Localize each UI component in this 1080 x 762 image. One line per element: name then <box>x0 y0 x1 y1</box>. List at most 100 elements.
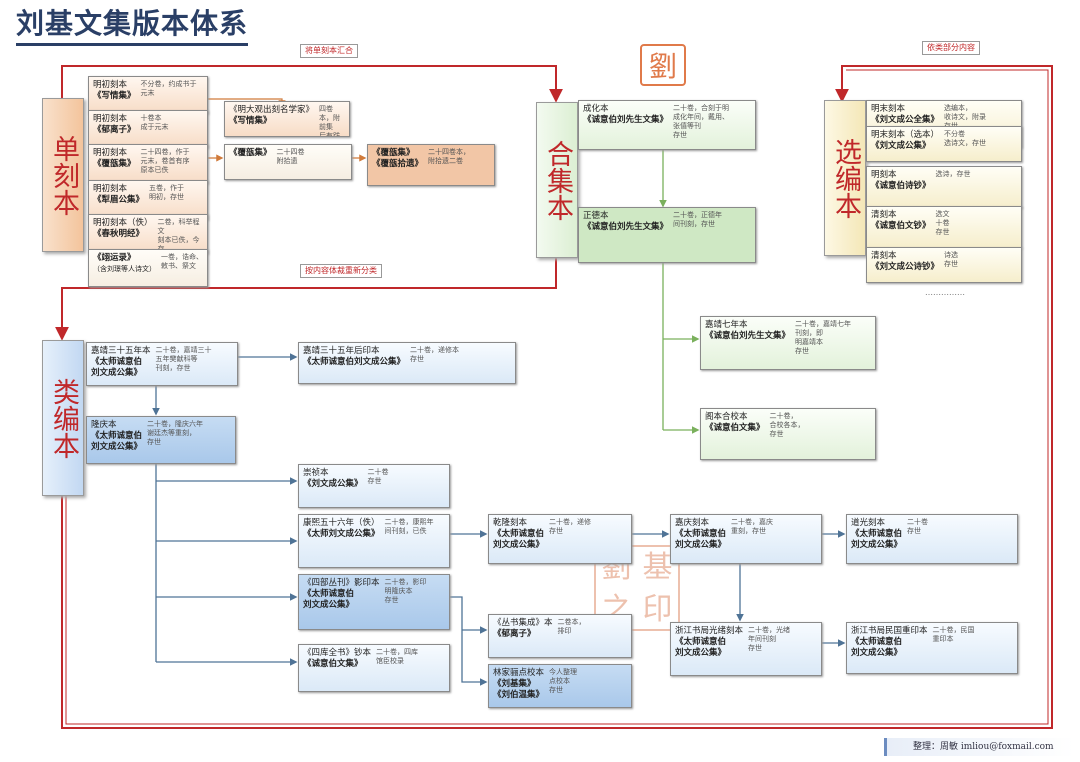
edition-title: 《刘基集》 《刘伯温集》 <box>493 679 545 700</box>
edition-description: 今人整理 点校本 存世 <box>549 668 578 694</box>
edition-node-h2: 正德本《诚意伯刘先生文集》二十卷，正德年 间刊刻，存世 <box>578 207 756 263</box>
edition-description: 不分卷 选诗文，存世 <box>944 130 987 147</box>
edition-description: 二卷本， 排印 <box>557 618 586 635</box>
edition-label: 浙江书局民国重印本 <box>851 626 928 636</box>
edition-label: 明刻本 <box>871 170 897 180</box>
edition-node-d2: 明初刻本《郁离子》十卷本 成于元末 <box>88 110 208 148</box>
edition-title: 《诚意伯文钞》 <box>871 221 931 231</box>
edition-title: 《太师诚意伯 刘文成公集》 <box>675 529 727 550</box>
edition-description: 五卷，作于 明初，存世 <box>149 184 185 201</box>
edition-label: 明初刻本（佚） <box>93 218 153 228</box>
edition-title: 《刘文成公集》 <box>303 479 363 489</box>
edition-label: 嘉庆刻本 <box>675 518 710 528</box>
edition-description: 二十卷，民国 重印本 <box>932 626 975 643</box>
edition-description: 四卷本，附前集 后有跋 <box>319 105 341 137</box>
edition-node-l7: 《四库全书》钞本《诚意伯文集》二十卷，四库 馆臣校录 <box>298 644 450 692</box>
edition-description: 选诗，存世 <box>935 170 971 178</box>
seal-stamp-top: 劉 <box>640 44 686 86</box>
edition-description: 二十卷，递修本 存世 <box>410 346 460 363</box>
edition-title: 《诚意伯诗钞》 <box>871 181 931 191</box>
edition-node-x2: 明末刻本（选本）《刘文成公集》 不分卷 选诗文，存世 <box>866 126 1022 162</box>
edition-description: 二十卷，康熙年 间刊刻，已佚 <box>384 518 434 535</box>
edition-node-l5: 康熙五十六年（佚）《太师刘文成公集》二十卷，康熙年 间刊刻，已佚 <box>298 514 450 568</box>
edition-label: 明末刻本（选本） <box>871 130 940 140</box>
edition-title: 《诚意伯刘先生文集》 <box>583 222 669 232</box>
edition-node-h3: 嘉靖七年本《诚意伯刘先生文集》二十卷，嘉靖七年 刊刻，即 明嘉靖本 存世 <box>700 316 876 370</box>
edition-title: 《太师诚意伯 刘文成公集》 <box>851 637 903 658</box>
edition-description: 二十卷，隆庆六年 谢廷杰等重刻， 存世 <box>147 420 204 446</box>
seal-stamp-middle: 劉基 之印 <box>594 545 680 631</box>
edition-label: 《明大观出刻名学家》 <box>229 105 315 115</box>
edition-title: 《犁眉公集》 <box>93 195 145 205</box>
edition-description: 二十卷，合刻于明 成化年间，戴用、 张僖等刊 存世 <box>673 104 730 139</box>
edition-label: 明末刻本 <box>871 104 906 114</box>
edition-title: 《诚意伯刘先生文集》 <box>705 331 791 341</box>
credit-bar: 整理：周敏 imliou@foxmail.com <box>884 738 1074 756</box>
category-leibian: 类编本 <box>42 340 84 496</box>
edition-label: 正德本 <box>583 211 609 221</box>
category-heji: 合集本 <box>536 102 578 258</box>
edition-description: 二十四卷，作于 元末，卷首有序 原本已佚 <box>140 148 190 174</box>
edition-node-w1: 《明大观出刻名学家》《写情集》 四卷本，附前集 后有跋 <box>224 101 350 137</box>
category-xuanbian: 选编本 <box>824 100 866 256</box>
edition-node-d1: 明初刻本《写情集》不分卷，约成书于元末 <box>88 76 208 114</box>
edition-title: 《写情集》 <box>229 116 272 126</box>
edition-title: 《太师诚意伯 刘文成公集》 <box>675 637 727 658</box>
edition-node-d6: 《翊运录》（含刘璟等人诗文）一卷，诰命、 敕书、祭文 <box>88 249 208 287</box>
edition-title: 《太师刘文成公集》 <box>303 529 380 539</box>
edition-label: 明初刻本 <box>93 114 128 124</box>
edition-label: 乾隆刻本 <box>493 518 528 528</box>
edition-title: 《太师诚意伯 刘文成公集》 <box>303 589 355 610</box>
category-danke: 单刻本 <box>42 98 84 252</box>
edition-node-s1: 《丛书集成》本《郁离子》二卷本， 排印 <box>488 614 632 658</box>
edition-label: 崇祯本 <box>303 468 329 478</box>
edition-title: 《刘文成公集》 <box>871 141 931 151</box>
edition-label: 《四部丛刊》影印本 <box>303 578 380 588</box>
edition-label: 明初刻本 <box>93 184 128 194</box>
note-classify: 按内容体裁重新分类 <box>300 264 382 278</box>
edition-description: 二十卷，正德年 间刊刻，存世 <box>673 211 723 228</box>
edition-title: 《覆瓿集》 <box>229 148 272 158</box>
edition-node-x3: 明刻本《诚意伯诗钞》选诗，存世 <box>866 166 1022 208</box>
edition-description: 一卷，诰命、 敕书、祭文 <box>161 253 203 270</box>
edition-title: 《诚意伯文集》 <box>705 423 765 433</box>
edition-node-l6: 《四部丛刊》影印本《太师诚意伯 刘文成公集》二十卷，影印 明隆庆本 存世 <box>298 574 450 630</box>
edition-node-l3: 隆庆本《太师诚意伯 刘文成公集》二十卷，隆庆六年 谢廷杰等重刻， 存世 <box>86 416 236 464</box>
edition-label: 嘉靖七年本 <box>705 320 748 330</box>
edition-description: 十卷本 成于元末 <box>140 114 169 131</box>
edition-node-h4: 阁本合校本《诚意伯文集》二十卷， 合校各本， 存世 <box>700 408 876 460</box>
edition-description: 二十卷，光绪 年间刊刻 存世 <box>748 626 791 652</box>
edition-node-q2: 嘉庆刻本《太师诚意伯 刘文成公集》二十卷，嘉庆 重刻，存世 <box>670 514 822 564</box>
edition-node-f1: 《覆瓿集》二十四卷 附拾遗 <box>224 144 352 180</box>
edition-description: 二十卷，四库 馆臣校录 <box>376 648 419 665</box>
edition-description: 二十卷，嘉庆 重刻，存世 <box>731 518 774 535</box>
edition-node-q1: 乾隆刻本《太师诚意伯 刘文成公集》二十卷，递修 存世 <box>488 514 632 564</box>
edition-node-l2: 嘉靖三十五年后印本《太师诚意伯刘文成公集》二十卷，递修本 存世 <box>298 342 516 384</box>
edition-label: 林家骊点校本 <box>493 668 545 678</box>
edition-description: 二十卷，递修 存世 <box>549 518 592 535</box>
edition-node-q5: 浙江书局民国重印本《太师诚意伯 刘文成公集》 二十卷，民国 重印本 <box>846 622 1018 674</box>
edition-title: 《翊运录》 <box>93 253 136 263</box>
page-title: 刘基文集版本体系 <box>16 6 249 46</box>
ellipsis-dots: …………… <box>925 288 965 297</box>
edition-node-f2: 《覆瓿集》 《覆瓿拾遗》二十四卷本， 附拾遗二卷 <box>367 144 495 186</box>
edition-node-q4: 浙江书局光绪刻本《太师诚意伯 刘文成公集》二十卷，光绪 年间刊刻 存世 <box>670 622 822 676</box>
edition-description: 二十卷，嘉靖三十 五年樊献科等 刊刻，存世 <box>155 346 212 372</box>
edition-description: 诗选 存世 <box>944 251 959 268</box>
edition-title: 《覆瓿集》 《覆瓿拾遗》 <box>372 148 424 169</box>
edition-label: 道光刻本 <box>851 518 886 528</box>
edition-label: 浙江书局光绪刻本 <box>675 626 744 636</box>
edition-label: 成化本 <box>583 104 609 114</box>
edition-description: 二十卷， 合校各本， 存世 <box>769 412 805 438</box>
note-merge: 将单刻本汇合 <box>300 44 358 58</box>
edition-label: 明初刻本 <box>93 148 128 158</box>
edition-label: 康熙五十六年（佚） <box>303 518 380 528</box>
edition-title: 《太师诚意伯 刘文成公集》 <box>851 529 903 550</box>
edition-title: 《诚意伯文集》 <box>303 659 363 669</box>
edition-title: 《太师诚意伯刘文成公集》 <box>303 357 406 367</box>
edition-title: 《太师诚意伯 刘文成公集》 <box>91 431 143 452</box>
edition-node-x5: 清刻本《刘文成公诗钞》诗选 存世 <box>866 247 1022 283</box>
edition-title: 《太师诚意伯 刘文成公集》 <box>91 357 143 378</box>
edition-title: 《太师诚意伯 刘文成公集》 <box>493 529 545 550</box>
